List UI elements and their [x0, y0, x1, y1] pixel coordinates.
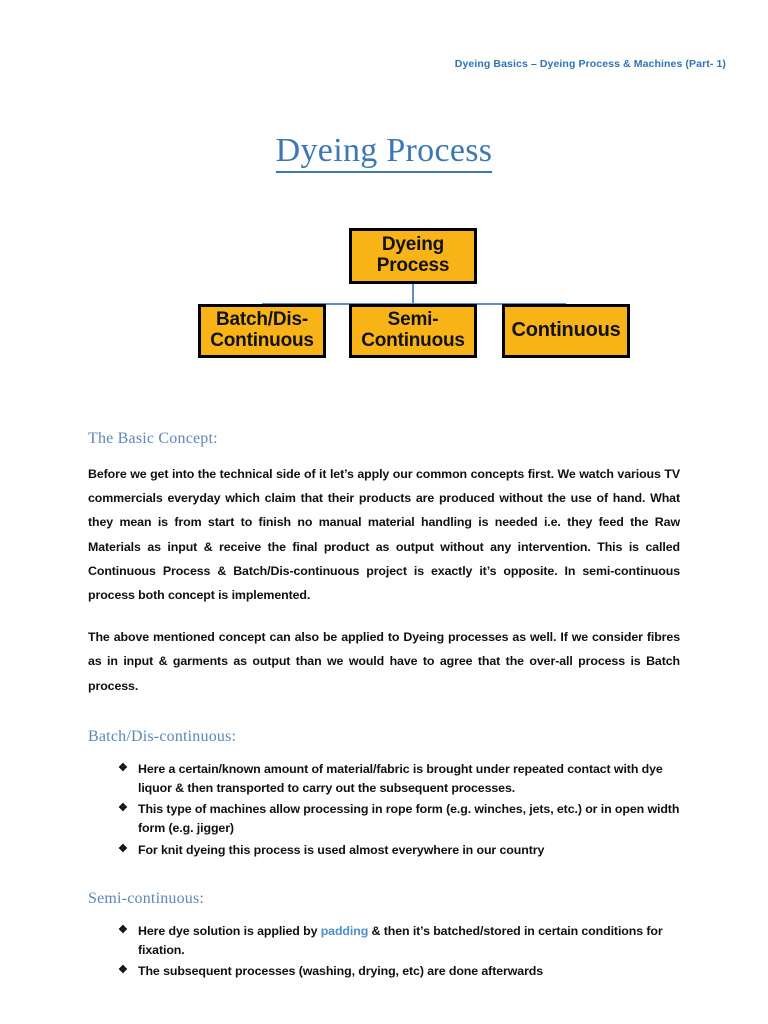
paragraph-basic-concept-2: The above mentioned concept can also be … — [88, 630, 680, 693]
page-title: Dyeing Process — [0, 132, 768, 173]
diagram-node-continuous: Continuous — [502, 304, 630, 358]
list-item-text: The subsequent processes (washing, dryin… — [138, 964, 544, 979]
section-heading-semi-continuous: Semi-continuous: — [88, 889, 205, 907]
bullet-list-semi-continuous: ❖ Here dye solution is applied by paddin… — [88, 922, 680, 982]
running-header: Dyeing Basics – Dyeing Process & Machine… — [454, 58, 726, 70]
diagram-node-2-line2: Continuous — [361, 330, 465, 351]
list-item-text-before: Here dye solution is applied by — [138, 923, 321, 938]
bullet-diamond-icon: ❖ — [118, 964, 128, 977]
page-title-text: Dyeing Process — [275, 132, 493, 173]
document-body: The Basic Concept: Before we get into th… — [88, 430, 680, 983]
section-heading-batch-dis-continuous: Batch/Dis-continuous: — [88, 727, 237, 745]
list-item-text: Here a certain/known amount of material/… — [138, 761, 663, 795]
bullet-diamond-icon: ❖ — [118, 802, 128, 815]
diagram-node-2-line1: Semi- — [387, 309, 439, 331]
list-item: ❖ Here a certain/known amount of materia… — [118, 760, 680, 798]
list-item: ❖ This type of machines allow processing… — [118, 800, 680, 838]
diagram-node-1-line1: Batch/Dis- — [216, 309, 308, 331]
link-padding[interactable]: padding — [320, 923, 369, 938]
paragraph-basic-concept-1: Before we get into the technical side of… — [88, 467, 680, 602]
bullet-diamond-icon: ❖ — [118, 842, 128, 855]
diagram-node-3-line1: Continuous — [511, 319, 621, 342]
bullet-diamond-icon: ❖ — [118, 761, 128, 774]
list-item-text: This type of machines allow processing i… — [138, 802, 680, 836]
section-heading-basic-concept: The Basic Concept: — [88, 430, 218, 447]
diagram-node-semi-continuous: Semi- Continuous — [349, 304, 477, 358]
diagram-node-1-line2: Continuous — [210, 330, 314, 351]
diagram-node-root: Dyeing Process — [349, 228, 477, 284]
list-item-text-after: & then it’s batched/stored in certain co… — [138, 923, 663, 957]
list-item-text: For knit dyeing this process is used alm… — [138, 842, 545, 857]
bullet-diamond-icon: ❖ — [118, 923, 128, 936]
list-item: ❖ For knit dyeing this process is used a… — [118, 841, 680, 860]
dyeing-process-diagram: Dyeing Process Batch/Dis- Continuous Sem… — [0, 210, 768, 370]
bullet-list-batch-dis-continuous: ❖ Here a certain/known amount of materia… — [88, 760, 680, 860]
list-item: ❖ Here dye solution is applied by paddin… — [118, 922, 680, 960]
connector-root-stem — [412, 284, 414, 304]
diagram-node-root-line2: Process — [376, 255, 450, 276]
list-item: ❖ The subsequent processes (washing, dry… — [118, 962, 680, 981]
diagram-node-root-line1: Dyeing — [381, 234, 445, 256]
diagram-node-batch-dis-continuous: Batch/Dis- Continuous — [198, 304, 326, 358]
